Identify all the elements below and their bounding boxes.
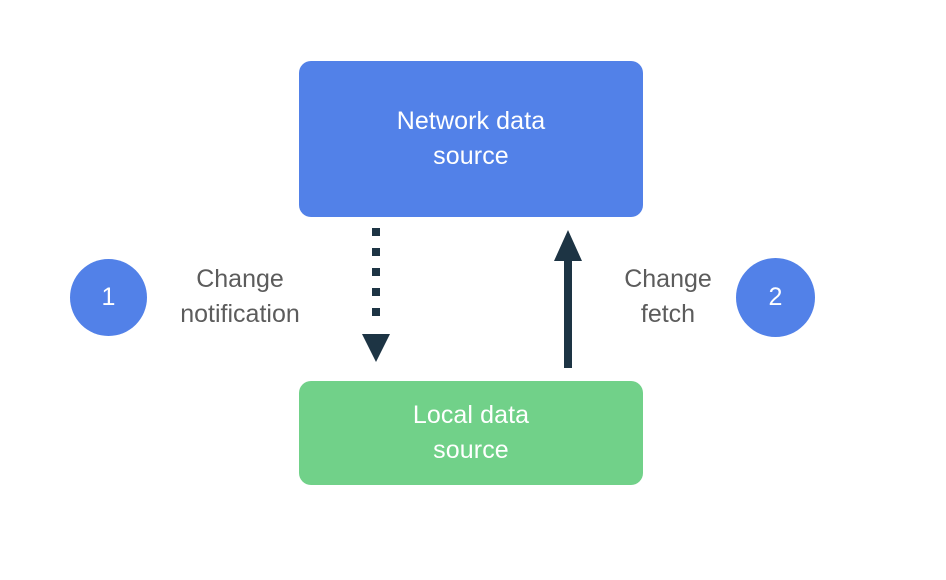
change-fetch-arrow-icon	[554, 230, 582, 368]
node-local-data-source-label: Local data source	[412, 400, 530, 465]
node-local-data-source[interactable]: Local data source	[299, 381, 643, 485]
step-badge-1-number: 1	[101, 283, 116, 311]
step-badge-2[interactable]: 2	[736, 258, 815, 337]
edge-label-change-notification: Change notification	[180, 265, 300, 328]
change-notification-arrow-icon	[362, 228, 390, 362]
step-badge-1[interactable]: 1	[70, 259, 147, 336]
node-network-data-source-label: Network data source	[396, 106, 546, 171]
edge-label-change-fetch: Change fetch	[624, 265, 712, 328]
step-badge-2-number: 2	[768, 283, 783, 311]
node-network-data-source[interactable]: Network data source	[299, 61, 643, 217]
